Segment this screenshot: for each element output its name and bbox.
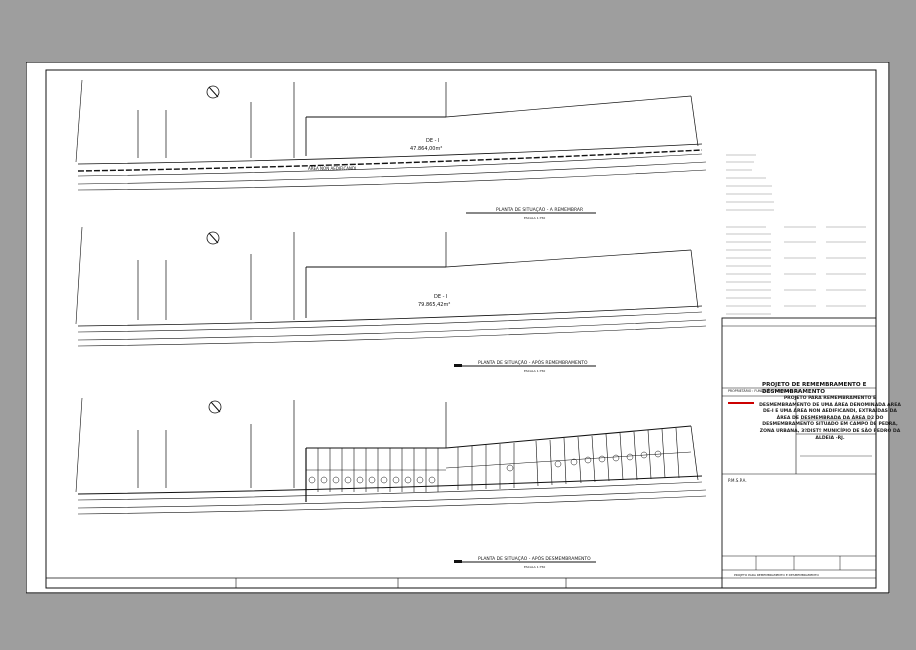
view-1-area-value: 47.864,00m²	[410, 146, 442, 152]
north-arrow-icon	[206, 231, 220, 245]
drawing-sheet: DE - I 47.864,00m² ÁREA NON AEDIFICANDI …	[26, 62, 901, 594]
title-block	[721, 317, 877, 589]
viewer-top-bar	[0, 0, 916, 50]
view-2-caption: PLANTA DE SITUAÇÃO - APÓS REMEMBRAMENTO	[478, 359, 588, 366]
view-1-plan: DE - I 47.864,00m² ÁREA NON AEDIFICANDI …	[75, 79, 707, 220]
viewer-bottom-bar	[0, 600, 916, 650]
red-note	[728, 402, 754, 404]
view-2-scale: ESCALA 1:750	[524, 369, 545, 373]
footer-label: PROJETO PARA REMEMBRAMENTO E DESMEMBRAME…	[734, 573, 819, 577]
view-1-scale: ESCALA 1:750	[524, 216, 545, 220]
view-3-plan: PLANTA DE SITUAÇÃO - APÓS DESMEMBRAMENTO…	[75, 397, 707, 569]
pmspa-label: P.M.S.P.A.	[728, 478, 747, 483]
view-1-area-label: DE - I	[426, 138, 439, 144]
view-3-scale: ESCALA 1:750	[524, 565, 545, 569]
owner-label: PROPRIETÁRIO : FUNDAÇÃO FLUMINENSE S.A.	[728, 388, 801, 393]
view-2-area-label: DE - I	[434, 294, 447, 300]
view-2-area-value: 79.865,42m²	[418, 302, 450, 308]
north-arrow-icon	[208, 400, 222, 414]
project-description: PROJETO PARA REMEMBRAMENTO E DESMEMBRAME…	[759, 396, 901, 441]
view-1-caption: PLANTA DE SITUAÇÃO - A REMEMBRAR	[496, 206, 583, 213]
view-3-caption: PLANTA DE SITUAÇÃO - APÓS DESMEMBRAMENTO	[478, 555, 591, 562]
project-title: PROJETO DE REMEMBRAMENTO E DESMEMBRAMENT…	[762, 382, 867, 395]
view-1-zone-label: ÁREA NON AEDIFICANDI	[308, 166, 356, 171]
drawing-canvas: DE - I 47.864,00m² ÁREA NON AEDIFICANDI …	[26, 62, 890, 594]
north-arrow-icon	[206, 85, 220, 99]
view-2-plan: DE - I 79.865,42m² PLANTA DE SITUAÇÃO - …	[75, 226, 707, 373]
lot-table	[726, 154, 866, 315]
